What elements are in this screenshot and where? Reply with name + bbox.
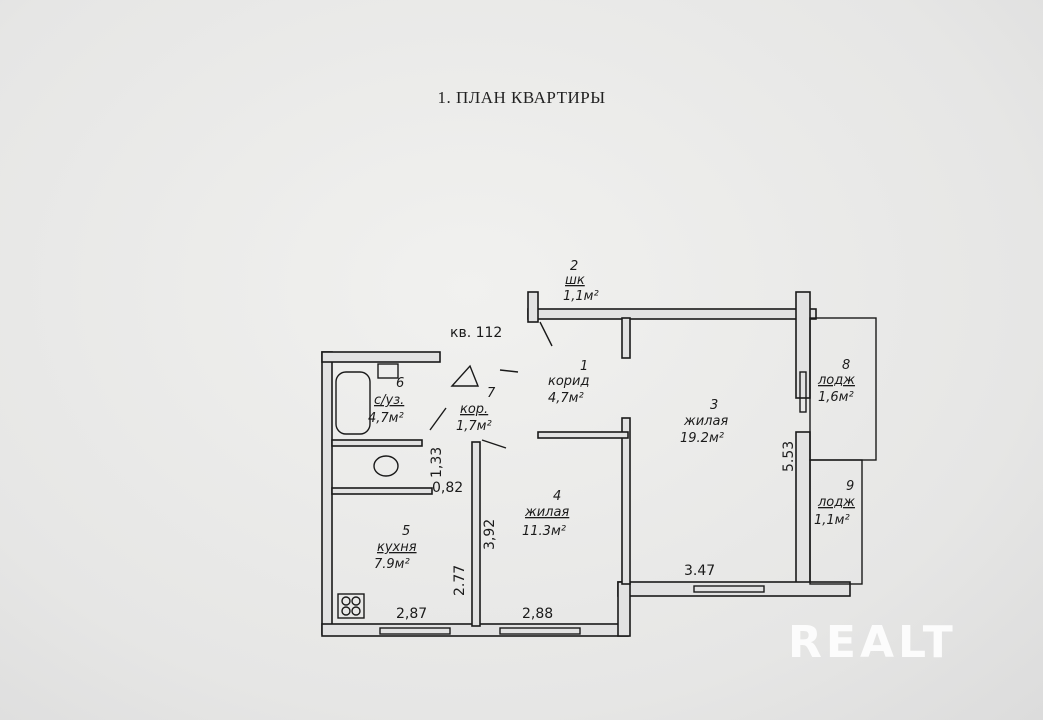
window-loggia8	[799, 371, 807, 413]
wall-kitchen-room4	[471, 441, 481, 627]
burner-icon	[351, 596, 361, 606]
dim-5-53: 5.53	[781, 441, 797, 472]
room-5-area: 7.9м²	[374, 557, 410, 572]
room-2-num: 2	[570, 259, 578, 274]
fixtures	[335, 321, 553, 619]
wall-top	[527, 308, 817, 320]
room-2-name: шк	[565, 273, 585, 288]
room-9-name: лодж	[817, 495, 855, 510]
room-6-num: 6	[396, 376, 404, 391]
stove-icon	[337, 593, 365, 619]
room-3-name: жилая	[683, 414, 728, 429]
dim-1-33: 1,33	[429, 447, 445, 478]
burner-icon	[351, 606, 361, 616]
door-swing	[481, 439, 507, 449]
room-1-name: корид	[548, 374, 590, 389]
dim-2-87: 2,87	[396, 606, 427, 622]
room-4-name: жилая	[524, 505, 569, 520]
door-swing	[429, 407, 447, 431]
dim-0-82: 0,82	[432, 480, 463, 496]
room-3-area: 19.2м²	[680, 431, 724, 446]
room-7-num: 7	[487, 386, 496, 401]
room-4-num: 4	[553, 489, 561, 504]
room-8-num: 8	[842, 358, 850, 373]
room-7-area: 1,7м²	[456, 419, 492, 434]
room-1-num: 1	[580, 359, 588, 374]
room-1-area: 4,7м²	[548, 391, 584, 406]
wall-left	[321, 351, 333, 635]
wall-room4-room3	[621, 417, 631, 585]
dimension-labels: 1,33 0,82 3,92 2.77 2,87 2,88 3.47 5.53	[396, 441, 797, 622]
room-2-area: 1,1м²	[563, 289, 599, 304]
door-swing	[539, 321, 553, 347]
room-8-area: 1,6м²	[818, 390, 854, 405]
dim-3-92: 3,92	[482, 519, 498, 550]
toilet-icon	[373, 455, 399, 477]
room-4-area: 11.3м²	[522, 524, 566, 539]
room-5-num: 5	[402, 524, 410, 539]
wall-loggia-upper	[795, 291, 811, 399]
wall-bath-bottom	[331, 487, 433, 495]
wall-closet	[527, 291, 539, 323]
room-6-area: 4,7м²	[368, 411, 404, 426]
page-title: 1. ПЛАН КВАРТИРЫ	[437, 88, 606, 107]
loggia-9-outline	[809, 459, 863, 585]
duct-icon	[450, 364, 480, 387]
burner-icon	[341, 606, 351, 616]
dim-2-88: 2,88	[522, 606, 553, 622]
room-9-area: 1,1м²	[814, 513, 850, 528]
walls	[321, 291, 877, 637]
wall-loggia-lower	[795, 431, 811, 585]
room-3-num: 3	[710, 398, 718, 413]
room-7-name: кор.	[460, 402, 488, 417]
wall-top-left	[321, 351, 441, 363]
window-room4	[499, 627, 581, 635]
realt-watermark-logo: REALT	[788, 617, 957, 668]
room-8-name: лодж	[817, 373, 855, 388]
window-room3	[693, 585, 765, 593]
loggia-8-outline	[809, 317, 877, 461]
wall-corridor-stub	[621, 317, 631, 359]
dim-3-47: 3.47	[684, 563, 715, 579]
apartment-number: кв. 112	[450, 325, 502, 341]
door-swing	[499, 369, 519, 373]
burner-icon	[341, 596, 351, 606]
wall-bath-divider	[331, 439, 423, 447]
wall-step	[617, 581, 631, 637]
wall-room4-top	[537, 431, 629, 439]
room-5-name: кухня	[377, 540, 417, 555]
room-6-name: с/уз.	[374, 393, 404, 408]
bathtub-icon	[335, 371, 371, 435]
room-labels: 2 шк 1,1м² 1 корид 4,7м² 3 жилая 19.2м² …	[368, 259, 855, 572]
dim-2-77: 2.77	[452, 565, 468, 596]
room-9-num: 9	[846, 479, 854, 494]
window-kitchen	[379, 627, 451, 635]
windows	[379, 371, 807, 635]
sink-icon	[377, 363, 399, 379]
